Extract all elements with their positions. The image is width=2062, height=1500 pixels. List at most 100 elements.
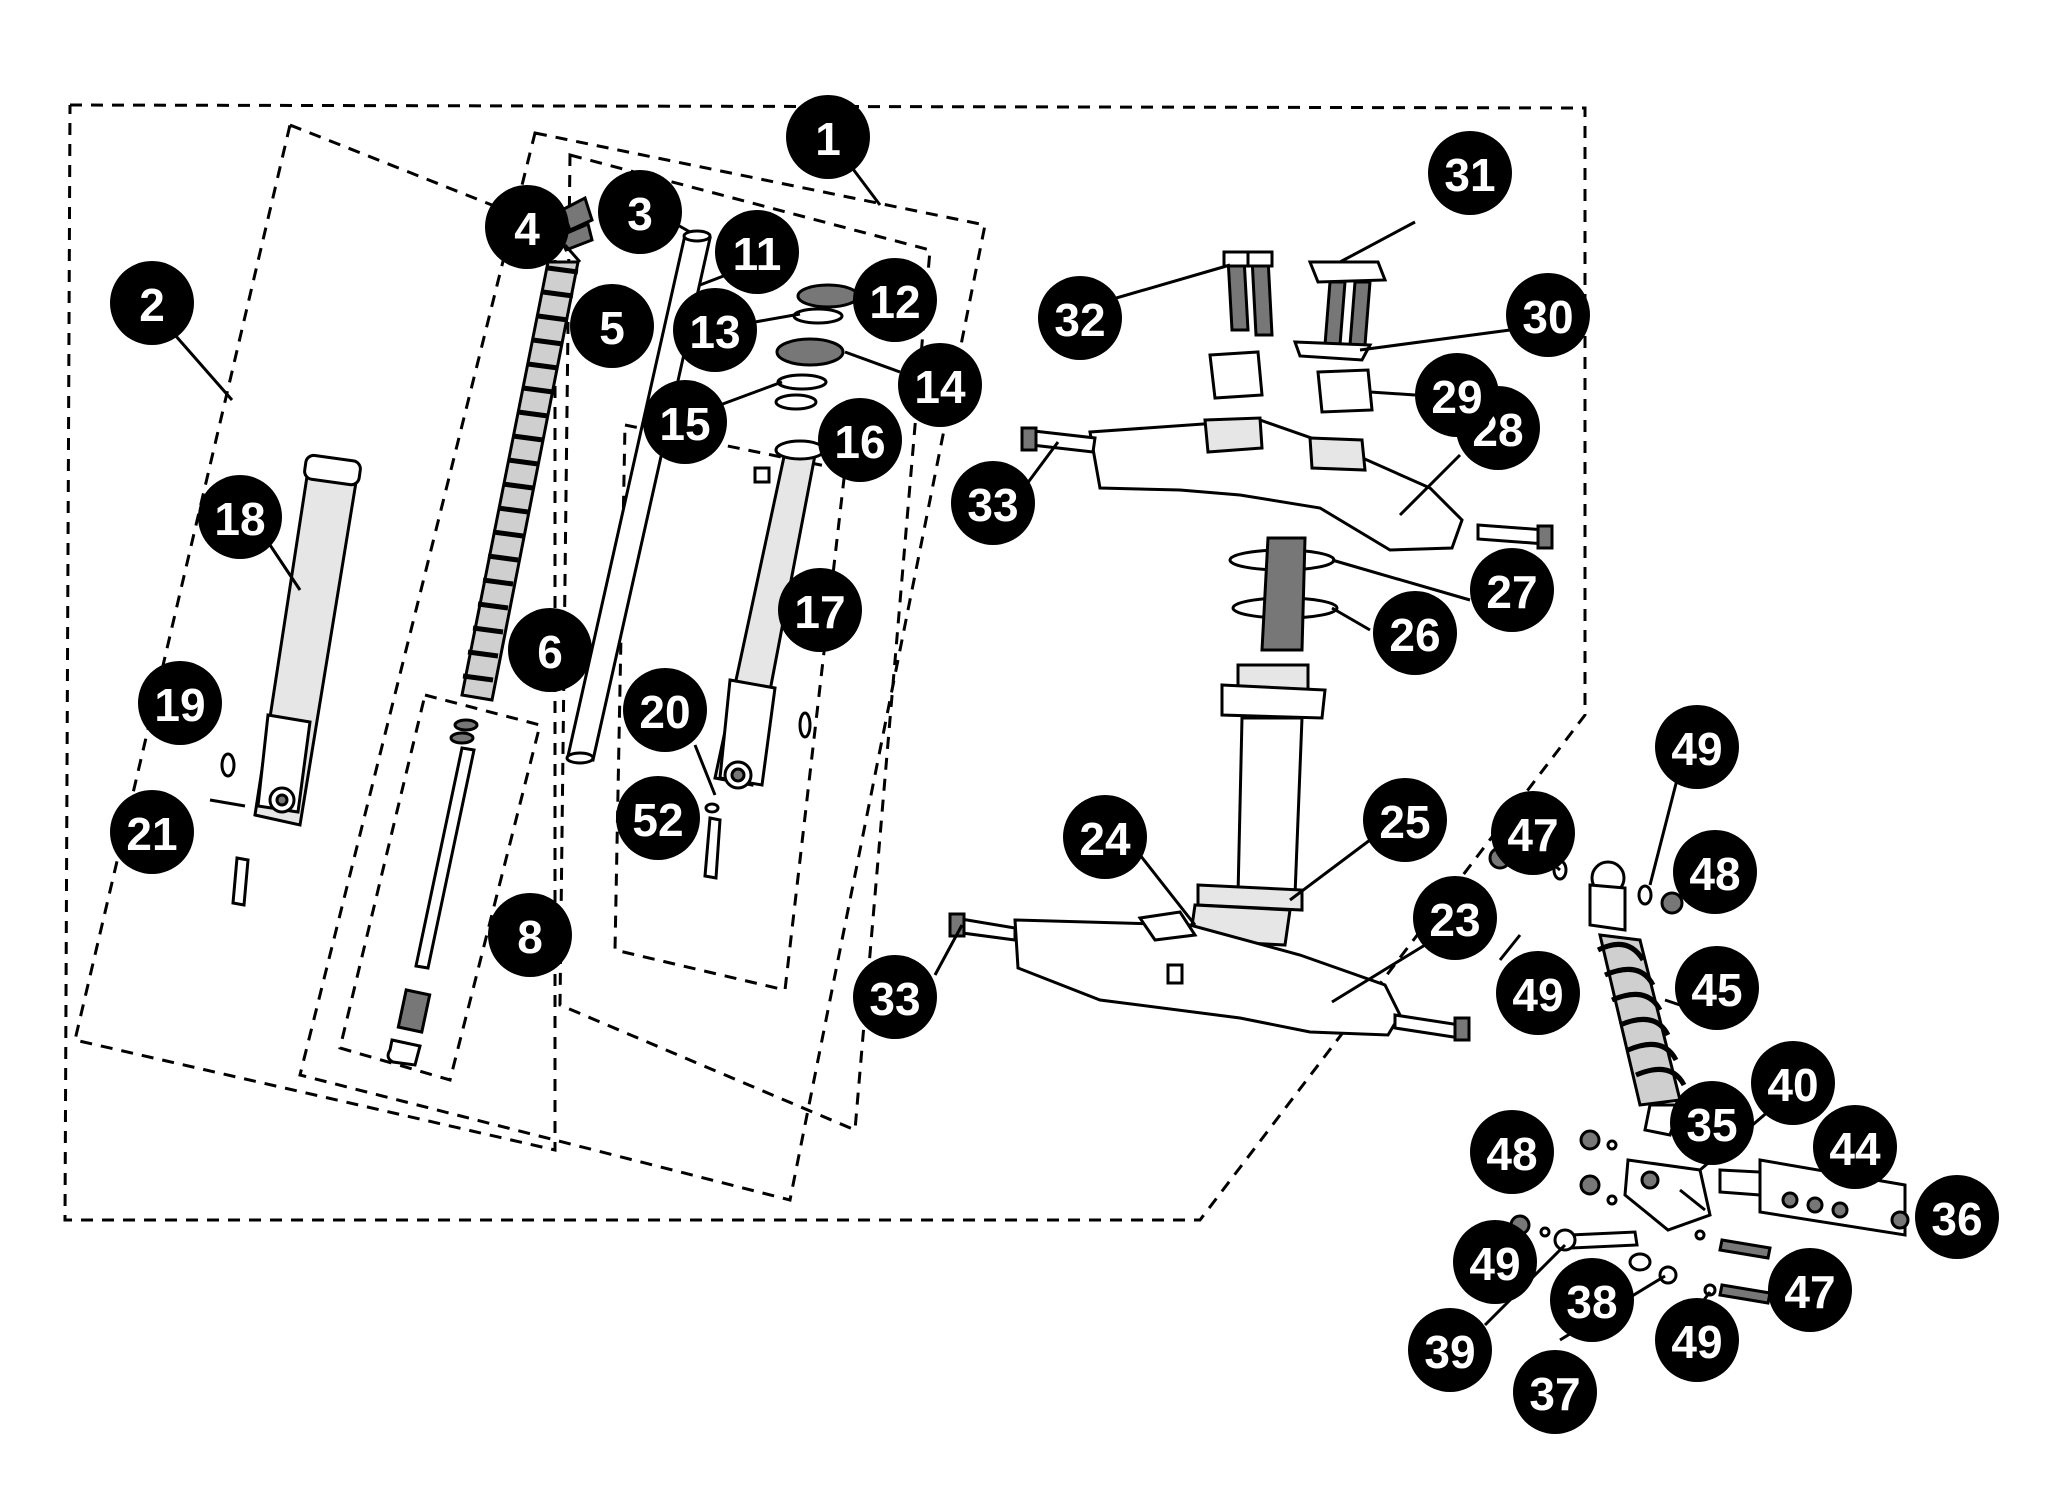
group-outlines	[63, 103, 1587, 1222]
svg-text:30: 30	[1522, 291, 1573, 343]
callout-48-lower: 48	[1470, 1110, 1554, 1194]
svg-text:52: 52	[632, 794, 683, 846]
callout-32: 32	[1038, 276, 1122, 360]
lower-triple-clamp	[948, 910, 1471, 1042]
callout-49-mid: 49	[1496, 951, 1580, 1035]
callout-26: 26	[1373, 591, 1457, 675]
callout-36: 36	[1915, 1175, 1999, 1259]
linkage-bracket	[1623, 1158, 1970, 1255]
svg-text:47: 47	[1784, 1266, 1835, 1318]
fork-spring	[460, 195, 594, 702]
svg-text:3: 3	[627, 188, 653, 240]
callout-48-upper: 48	[1673, 830, 1757, 914]
callout-49-left: 49	[1453, 1220, 1537, 1304]
callout-24: 24	[1063, 795, 1147, 879]
callout-29: 29	[1415, 353, 1499, 437]
lower-leg-outline	[613, 423, 847, 992]
svg-text:24: 24	[1079, 813, 1131, 865]
svg-text:11: 11	[733, 228, 782, 280]
callout-27: 27	[1470, 548, 1554, 632]
steering-stem	[1188, 663, 1327, 947]
svg-text:33: 33	[967, 479, 1018, 531]
svg-text:14: 14	[914, 361, 966, 413]
callout-17: 17	[778, 568, 862, 652]
svg-text:2: 2	[139, 279, 165, 331]
svg-text:12: 12	[869, 276, 920, 328]
callout-39: 39	[1408, 1308, 1492, 1392]
callout-52: 52	[616, 776, 700, 860]
callout-44: 44	[1813, 1105, 1897, 1189]
svg-text:39: 39	[1424, 1326, 1475, 1378]
callout-18: 18	[198, 475, 282, 559]
svg-text:38: 38	[1566, 1276, 1617, 1328]
callout-33-lower: 33	[853, 955, 937, 1039]
damper-rod	[386, 718, 479, 1067]
svg-text:32: 32	[1054, 294, 1105, 346]
left-fork-leg-outline	[73, 122, 557, 1152]
svg-text:49: 49	[1671, 1316, 1722, 1368]
svg-text:47: 47	[1507, 809, 1558, 861]
callout-35: 35	[1670, 1081, 1754, 1165]
right-fork-lower-leg	[703, 439, 826, 880]
callout-33-upper: 33	[951, 461, 1035, 545]
callout-4: 4	[485, 185, 569, 269]
fork-components	[209, 195, 860, 1067]
callout-38: 38	[1550, 1258, 1634, 1342]
fork-inner-tube	[565, 229, 712, 765]
svg-text:33: 33	[869, 973, 920, 1025]
left-fork-lower-leg	[209, 453, 362, 907]
callout-31: 31	[1428, 131, 1512, 215]
svg-text:49: 49	[1469, 1238, 1520, 1290]
callout-30: 30	[1506, 273, 1590, 357]
callout-25: 25	[1363, 778, 1447, 862]
clamp-bolts	[1222, 250, 1274, 337]
svg-text:13: 13	[689, 306, 740, 358]
callout-3: 3	[598, 170, 682, 254]
svg-text:35: 35	[1686, 1099, 1737, 1151]
svg-text:4: 4	[514, 203, 540, 255]
svg-text:49: 49	[1671, 723, 1722, 775]
svg-text:23: 23	[1429, 894, 1480, 946]
callout-47-lower: 47	[1768, 1248, 1852, 1332]
svg-text:6: 6	[537, 626, 563, 678]
callout-23: 23	[1413, 876, 1497, 960]
svg-text:40: 40	[1767, 1059, 1818, 1111]
svg-text:17: 17	[794, 586, 845, 638]
outer-assembly-outline	[63, 103, 1587, 1222]
upper-triple-clamp	[1020, 416, 1554, 552]
callout-12: 12	[853, 258, 937, 342]
svg-text:37: 37	[1529, 1368, 1580, 1420]
svg-text:49: 49	[1512, 969, 1563, 1021]
svg-text:19: 19	[154, 679, 205, 731]
svg-text:15: 15	[659, 398, 710, 450]
callout-2: 2	[110, 261, 194, 345]
svg-text:8: 8	[517, 911, 543, 963]
right-fork-leg-outline	[558, 153, 932, 1133]
svg-text:16: 16	[834, 416, 885, 468]
svg-text:25: 25	[1379, 796, 1430, 848]
shock-components	[1488, 846, 1970, 1305]
callout-15: 15	[643, 380, 727, 464]
svg-text:31: 31	[1444, 149, 1495, 201]
callout-1: 1	[786, 95, 870, 179]
svg-text:18: 18	[214, 493, 265, 545]
seal-rings	[774, 283, 860, 411]
callout-37: 37	[1513, 1350, 1597, 1434]
svg-text:44: 44	[1829, 1123, 1881, 1175]
callout-16: 16	[818, 398, 902, 482]
callout-5: 5	[570, 284, 654, 368]
handlebar-risers	[1208, 350, 1374, 414]
svg-text:27: 27	[1486, 566, 1537, 618]
callout-40: 40	[1751, 1041, 1835, 1125]
callout-20: 20	[623, 668, 707, 752]
callout-21: 21	[110, 790, 194, 874]
svg-text:48: 48	[1486, 1128, 1537, 1180]
callout-14: 14	[898, 343, 982, 427]
callout-45: 45	[1675, 946, 1759, 1030]
svg-text:26: 26	[1389, 609, 1440, 661]
fork-internals-outline	[298, 131, 987, 1202]
handlebar-clamp-upper	[1292, 260, 1388, 362]
callout-13: 13	[673, 288, 757, 372]
callout-11: 11	[715, 210, 799, 294]
